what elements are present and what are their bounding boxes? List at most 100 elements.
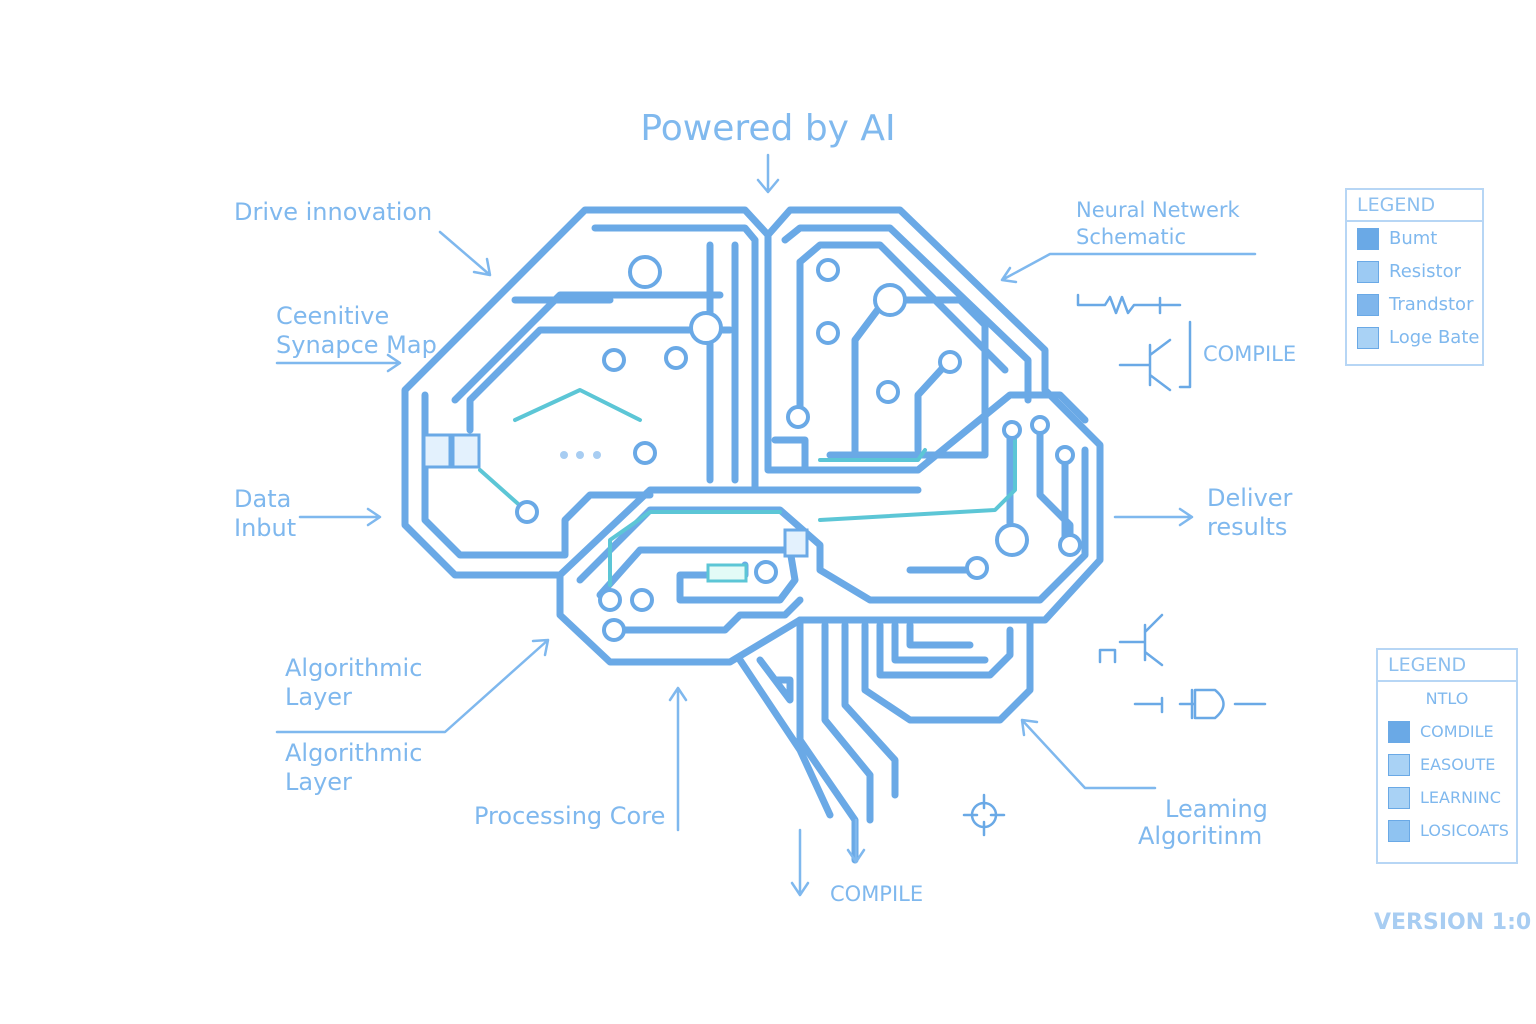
legend-bottom-item: LOSICOATS: [1378, 814, 1516, 847]
node-6: [873, 283, 907, 317]
node-22: [602, 618, 626, 642]
label-deliver-1: Deliver: [1207, 484, 1293, 512]
diagram-title: Powered by AI: [640, 108, 896, 149]
swatch-icon: [1357, 326, 1379, 349]
label-cognitive-1: Ceenitive: [276, 302, 390, 330]
node-18: [965, 556, 989, 580]
brain-midline: [764, 231, 1089, 474]
node-21: [630, 588, 654, 612]
legend-bottom-item: EASOUTE: [1378, 748, 1516, 781]
node-4: [664, 346, 688, 370]
node-12: [515, 500, 539, 524]
arrow-cognitive: [275, 353, 402, 373]
legend-top-item: Bumt: [1347, 222, 1482, 255]
swatch-icon: [1357, 227, 1379, 250]
arrow-deliver: [1113, 507, 1194, 527]
logic-gate-symbol: [1133, 688, 1267, 720]
brain-inner-top: [591, 224, 759, 494]
teal-trace-mid: [818, 448, 927, 462]
label-deliver-2: results: [1207, 513, 1288, 541]
legend-top: LEGEND Bumt Resistor Trandstor Loge Bate: [1345, 188, 1484, 366]
arrow-compile-down-2: [846, 818, 866, 864]
node-15: [1055, 445, 1075, 465]
brainstem-left-box: [756, 656, 794, 704]
transistor-symbol-mid: [1098, 613, 1164, 667]
label-cognitive-2: Synapce Map: [276, 331, 437, 359]
resistor-symbol: [1076, 293, 1182, 315]
label-compile-right: COMPILE: [1203, 342, 1297, 366]
chip-center: [783, 528, 809, 558]
chip-left-1: [422, 433, 452, 469]
brainstem-trace-5: [891, 621, 989, 664]
brain-box: [771, 436, 809, 474]
teal-trace-chevron: [513, 388, 642, 422]
arrow-core: [668, 686, 688, 832]
label-compile-bottom: COMPILE: [830, 882, 924, 906]
node-8: [938, 350, 962, 374]
teal-trace-core: [608, 510, 782, 587]
legend-bottom-title: LEGEND: [1378, 650, 1516, 682]
arrow-compile-down-1: [790, 828, 810, 897]
label-algorithmic-a1: Algorithmic: [285, 654, 423, 682]
label-data-2: Inbut: [234, 514, 297, 542]
brainstem-outer-left: [736, 656, 834, 819]
node-7: [816, 321, 840, 345]
brainstem-trace-4: [876, 621, 1014, 679]
arrow-algo: [275, 638, 550, 734]
brain-left-trace-1: [421, 391, 654, 559]
label-data-1: Data: [234, 485, 292, 513]
brainstem-trace-2: [841, 621, 899, 799]
arrow-data: [298, 507, 382, 527]
legend-top-item: Resistor: [1347, 255, 1482, 288]
swatch-icon: [1357, 293, 1379, 316]
brainstem-trace-6: [906, 621, 974, 649]
chip-lower: [706, 563, 748, 583]
chip-left-2: [451, 433, 481, 469]
swatch-icon: [1388, 819, 1410, 842]
legend-bottom-item: LEARNINC: [1378, 781, 1516, 814]
node-20: [598, 588, 622, 612]
legend-bottom-subtitle: NTLO: [1425, 689, 1469, 708]
arrow-drive: [438, 230, 492, 277]
label-neural-2: Schematic: [1076, 225, 1187, 249]
swatch-icon: [1388, 753, 1410, 776]
arrow-title-down: [756, 153, 780, 194]
node-10: [786, 405, 810, 429]
legend-top-item: Trandstor: [1347, 288, 1482, 321]
brain-outline-left: [401, 206, 1104, 666]
teal-trace-left: [478, 468, 527, 512]
brain-lower-lobe: [556, 486, 922, 579]
brain-left-trace-2: [451, 291, 724, 404]
brain-right-trace-1: [796, 241, 1009, 374]
label-drive-innovation: Drive innovation: [234, 198, 433, 226]
legend-bottom: LEGEND NTLO COMDILE EASOUTE LEARNINC LOS…: [1376, 648, 1518, 864]
arrow-neural: [1000, 252, 1257, 284]
node-2: [689, 311, 723, 345]
legend-top-item: Loge Bate: [1347, 321, 1482, 354]
label-learning-2: Algoritinm: [1138, 822, 1263, 850]
node-9: [876, 380, 900, 404]
label-neural-1: Neural Netwerk: [1076, 198, 1240, 222]
swatch-icon: [1388, 720, 1410, 743]
node-19: [754, 560, 778, 584]
node-1: [628, 255, 662, 289]
node-11: [633, 441, 657, 465]
node-14: [1030, 415, 1050, 435]
label-learning-1: Leaming: [1165, 795, 1268, 823]
brain-inner-top-right: [781, 224, 1032, 404]
brainstem-trace-3: [861, 616, 1034, 724]
brainstem-trace-1: [821, 621, 874, 824]
label-algorithmic-b2: Layer: [285, 768, 352, 796]
node-13: [1002, 420, 1022, 440]
label-processing-core: Processing Core: [474, 802, 666, 830]
brain-left-trace-3: [466, 326, 734, 434]
swatch-icon: [1388, 786, 1410, 809]
arrow-learning: [1020, 718, 1157, 790]
node-17: [1058, 533, 1082, 557]
brain-right-trace-4: [914, 356, 954, 454]
temporal-inner-2: [611, 596, 804, 634]
legend-bottom-item: COMDILE: [1378, 715, 1516, 748]
brain-right-trace-3: [826, 296, 989, 459]
